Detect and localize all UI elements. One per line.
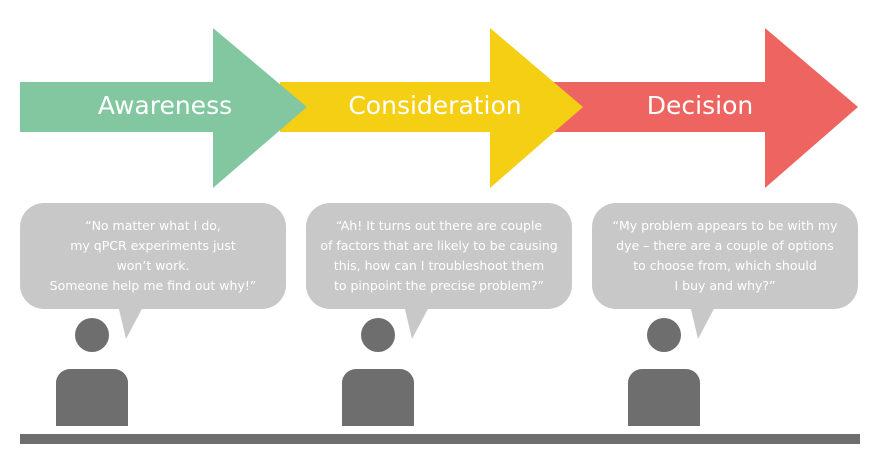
quote-line: “No matter what I do, bbox=[85, 218, 221, 233]
quote-decision: “My problem appears to be with my dye – … bbox=[602, 213, 848, 299]
quote-line: “My problem appears to be with my bbox=[612, 218, 838, 233]
person-icon bbox=[342, 318, 414, 426]
person-head bbox=[647, 318, 681, 352]
bubble-tail bbox=[404, 305, 430, 339]
quote-line: Someone help me find out why!” bbox=[49, 278, 257, 293]
bubble-tail bbox=[118, 305, 144, 339]
quote-line: won’t work. bbox=[116, 258, 190, 273]
awareness-arrow bbox=[20, 28, 307, 188]
quote-line: to choose from, which should bbox=[633, 258, 817, 273]
stage-label-consideration: Consideration bbox=[348, 91, 522, 120]
quote-line: this, how can I troubleshoot them bbox=[333, 258, 545, 273]
quote-line: of factors that are likely to be causing bbox=[320, 238, 558, 253]
quote-awareness: “No matter what I do, my qPCR experiment… bbox=[30, 213, 276, 299]
quote-line: I buy and why?” bbox=[674, 278, 776, 293]
person-icon bbox=[56, 318, 128, 426]
person-icon bbox=[628, 318, 700, 426]
stage-label-decision: Decision bbox=[646, 91, 754, 120]
speech-bubble-awareness: “No matter what I do, my qPCR experiment… bbox=[20, 203, 286, 309]
person-head bbox=[361, 318, 395, 352]
person-body bbox=[56, 369, 128, 426]
person-body bbox=[342, 369, 414, 426]
decision-arrow bbox=[545, 28, 858, 188]
person-head bbox=[75, 318, 109, 352]
quote-line: my qPCR experiments just bbox=[70, 238, 236, 253]
speech-bubble-decision: “My problem appears to be with my dye – … bbox=[592, 203, 858, 309]
quote-line: dye – there are a couple of options bbox=[616, 238, 834, 253]
quote-consideration: “Ah! It turns out there are couple of fa… bbox=[316, 213, 562, 299]
stage-label-awareness: Awareness bbox=[97, 91, 233, 120]
ground-line bbox=[20, 434, 860, 444]
quote-line: “Ah! It turns out there are couple bbox=[335, 218, 543, 233]
quote-line: to pinpoint the precise problem?” bbox=[333, 278, 545, 293]
consideration-arrow bbox=[280, 28, 583, 188]
bubble-tail bbox=[690, 305, 716, 339]
speech-bubble-consideration: “Ah! It turns out there are couple of fa… bbox=[306, 203, 572, 309]
person-body bbox=[628, 369, 700, 426]
